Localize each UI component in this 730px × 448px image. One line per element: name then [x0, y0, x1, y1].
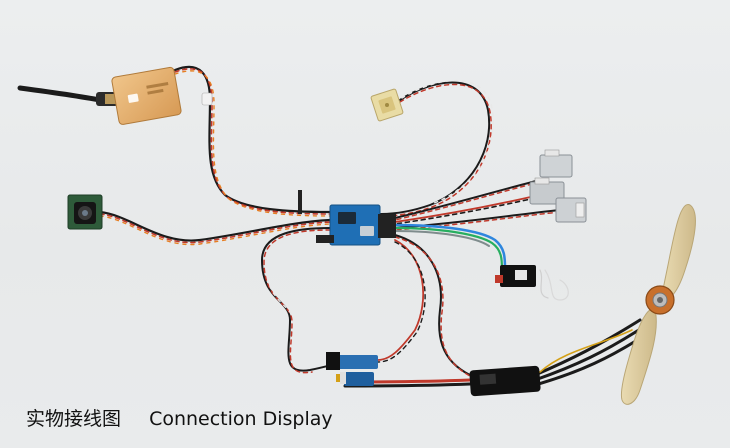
gps-module: [370, 88, 404, 122]
power-module: [326, 352, 378, 386]
fc-to-esc-wire: [377, 234, 473, 378]
camera-wire: [98, 210, 332, 246]
caption: 实物接线图 Connection Display: [26, 404, 333, 431]
camera: [67, 194, 103, 230]
sensor-leads: [539, 269, 569, 301]
video-transmitter: [111, 66, 213, 125]
vtx-wire: [173, 65, 332, 217]
gps-wire: [379, 79, 494, 217]
servos: [529, 149, 587, 223]
loop-wire: [260, 227, 356, 374]
caption-chinese: 实物接线图: [26, 408, 122, 430]
motor-wires: [533, 318, 652, 387]
antenna: [17, 85, 121, 106]
caption-english: Connection Display: [149, 408, 333, 430]
flight-controller: [298, 190, 396, 246]
data-cable: [393, 223, 507, 272]
current-sensor: [495, 265, 536, 287]
esc: [469, 365, 541, 397]
brushless-motor-propeller: [620, 204, 696, 405]
